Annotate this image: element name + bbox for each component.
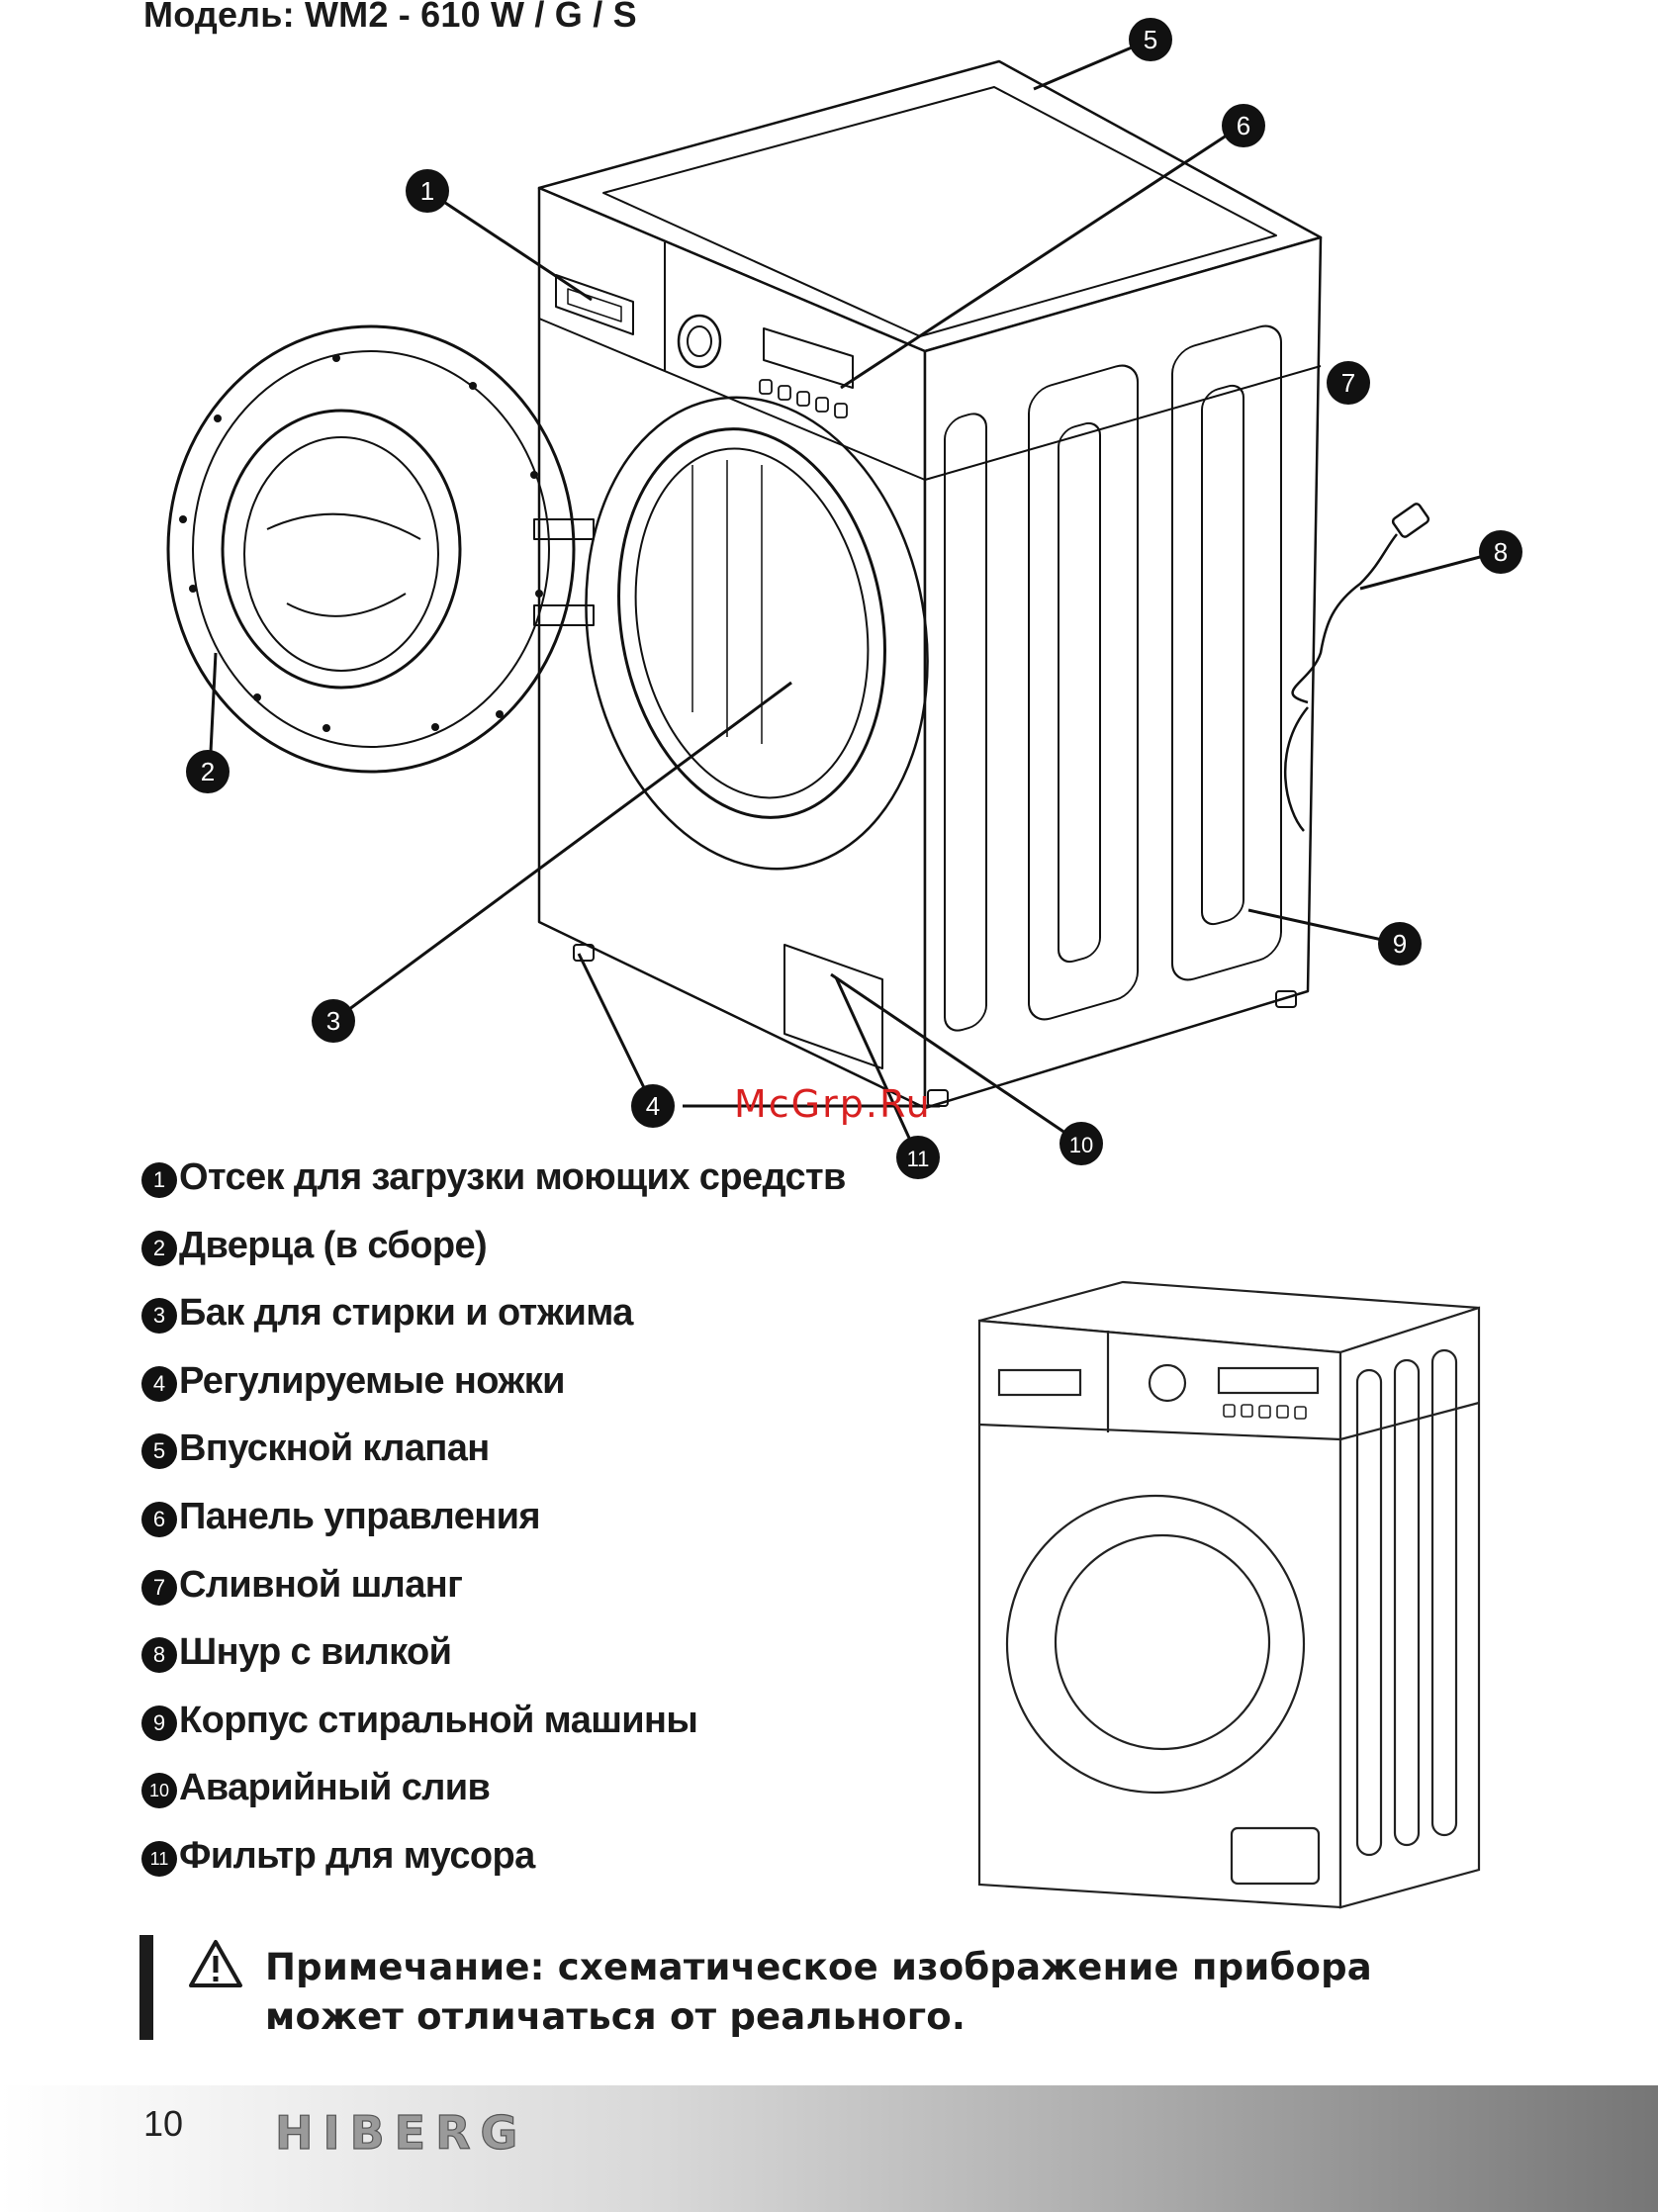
callout-4: 4 (631, 1084, 675, 1128)
callouts: 1 2 3 4 5 6 7 8 9 10 11 (186, 18, 1522, 1179)
power-cord (1291, 533, 1398, 704)
legend-label: Регулируемые ножки (179, 1359, 566, 1402)
legend-item: 4 Регулируемые ножки (141, 1359, 566, 1403)
control-panel-band (538, 318, 1322, 481)
legend-number: 11 (141, 1841, 177, 1877)
door-opening-outer (585, 396, 929, 871)
callout-3: 3 (312, 999, 355, 1043)
svg-text:10: 10 (1069, 1133, 1093, 1157)
legend-label: Фильтр для мусора (179, 1834, 535, 1877)
legend-item: 6 Панель управления (141, 1495, 541, 1538)
svg-text:HIBERG: HIBERG (275, 2107, 527, 2157)
warning-triangle-icon (189, 1940, 242, 1987)
svg-text:7: 7 (1341, 368, 1355, 398)
legend-label: Бак для стирки и отжима (179, 1291, 633, 1334)
legend-item: 2 Дверца (в сборе) (141, 1224, 488, 1267)
legend-number: 10 (141, 1773, 177, 1808)
legend-label: Сливной шланг (179, 1563, 463, 1606)
note-text: Примечание: схематическое изображение пр… (265, 1946, 1372, 2038)
svg-text:3: 3 (326, 1006, 340, 1036)
svg-text:9: 9 (1393, 929, 1407, 959)
control-buttons (759, 379, 848, 418)
machine-front-view (977, 1280, 1481, 1909)
svg-text:8: 8 (1494, 537, 1508, 567)
legend-label: Впускной клапан (179, 1427, 490, 1469)
legend-item: 7 Сливной шланг (141, 1563, 463, 1607)
legend-item: 11 Фильтр для мусора (141, 1834, 535, 1878)
door-hinge-top (533, 518, 595, 540)
callout-10: 10 (1059, 1122, 1103, 1165)
svg-text:6: 6 (1237, 111, 1250, 140)
legend-item: 8 Шнур с вилкой (141, 1630, 452, 1674)
legend-number: 8 (141, 1637, 177, 1673)
legend-item: 3 Бак для стирки и отжима (141, 1291, 633, 1335)
legend-item: 1 Отсек для загрузки моющих средств (141, 1155, 846, 1199)
svg-text:4: 4 (646, 1091, 660, 1121)
legend-label: Аварийный слив (179, 1766, 491, 1808)
detergent-drawer (555, 274, 634, 335)
legend-number: 3 (141, 1298, 177, 1334)
legend-number: 5 (141, 1433, 177, 1469)
watermark: McGrp.Ru (734, 1082, 932, 1126)
display-window (763, 327, 854, 389)
legend-item: 10 Аварийный слив (141, 1766, 491, 1809)
drum-rim (617, 427, 886, 819)
legend-label: Панель управления (179, 1495, 541, 1537)
plug (1391, 503, 1430, 538)
callout-6: 6 (1222, 104, 1265, 147)
note-accent-bar (139, 1935, 153, 2040)
model-title: Модель: WM2 - 610 W / G / S (143, 0, 637, 35)
legend-label: Дверца (в сборе) (179, 1224, 488, 1266)
callout-5: 5 (1129, 18, 1172, 61)
side-ribs (944, 324, 1282, 1032)
callout-8: 8 (1479, 530, 1522, 574)
hiberg-logo: HIBERG (275, 2107, 527, 2157)
footer-band (0, 2085, 1658, 2212)
callout-9: 9 (1378, 922, 1422, 966)
door-outer-ring (166, 324, 576, 774)
top-panel-inner (602, 86, 1277, 337)
machine-side (923, 235, 1323, 1110)
callout-1: 1 (406, 169, 449, 213)
legend-number: 7 (141, 1570, 177, 1606)
program-knob (677, 314, 722, 369)
legend-number: 6 (141, 1502, 177, 1537)
legend-label: Отсек для загрузки моющих средств (179, 1155, 846, 1198)
legend-item: 5 Впускной клапан (141, 1427, 490, 1470)
legend-number: 2 (141, 1231, 177, 1266)
service-flap (783, 944, 883, 1069)
legend-number: 4 (141, 1366, 177, 1402)
svg-text:2: 2 (201, 757, 215, 786)
callout-11: 11 (896, 1136, 940, 1179)
door-hinge-bottom (533, 604, 595, 626)
svg-text:11: 11 (907, 1147, 930, 1171)
legend-number: 1 (141, 1162, 177, 1198)
legend-label: Шнур с вилкой (179, 1630, 452, 1673)
callout-2: 2 (186, 750, 230, 793)
legend-number: 9 (141, 1705, 177, 1741)
legend-label: Корпус стиральной машины (179, 1699, 698, 1741)
door-glass (221, 409, 462, 690)
svg-text:5: 5 (1144, 25, 1157, 54)
svg-text:1: 1 (420, 176, 434, 206)
legend-item: 9 Корпус стиральной машины (141, 1699, 698, 1742)
page-number: 10 (143, 2103, 184, 2144)
callout-7: 7 (1327, 361, 1370, 405)
